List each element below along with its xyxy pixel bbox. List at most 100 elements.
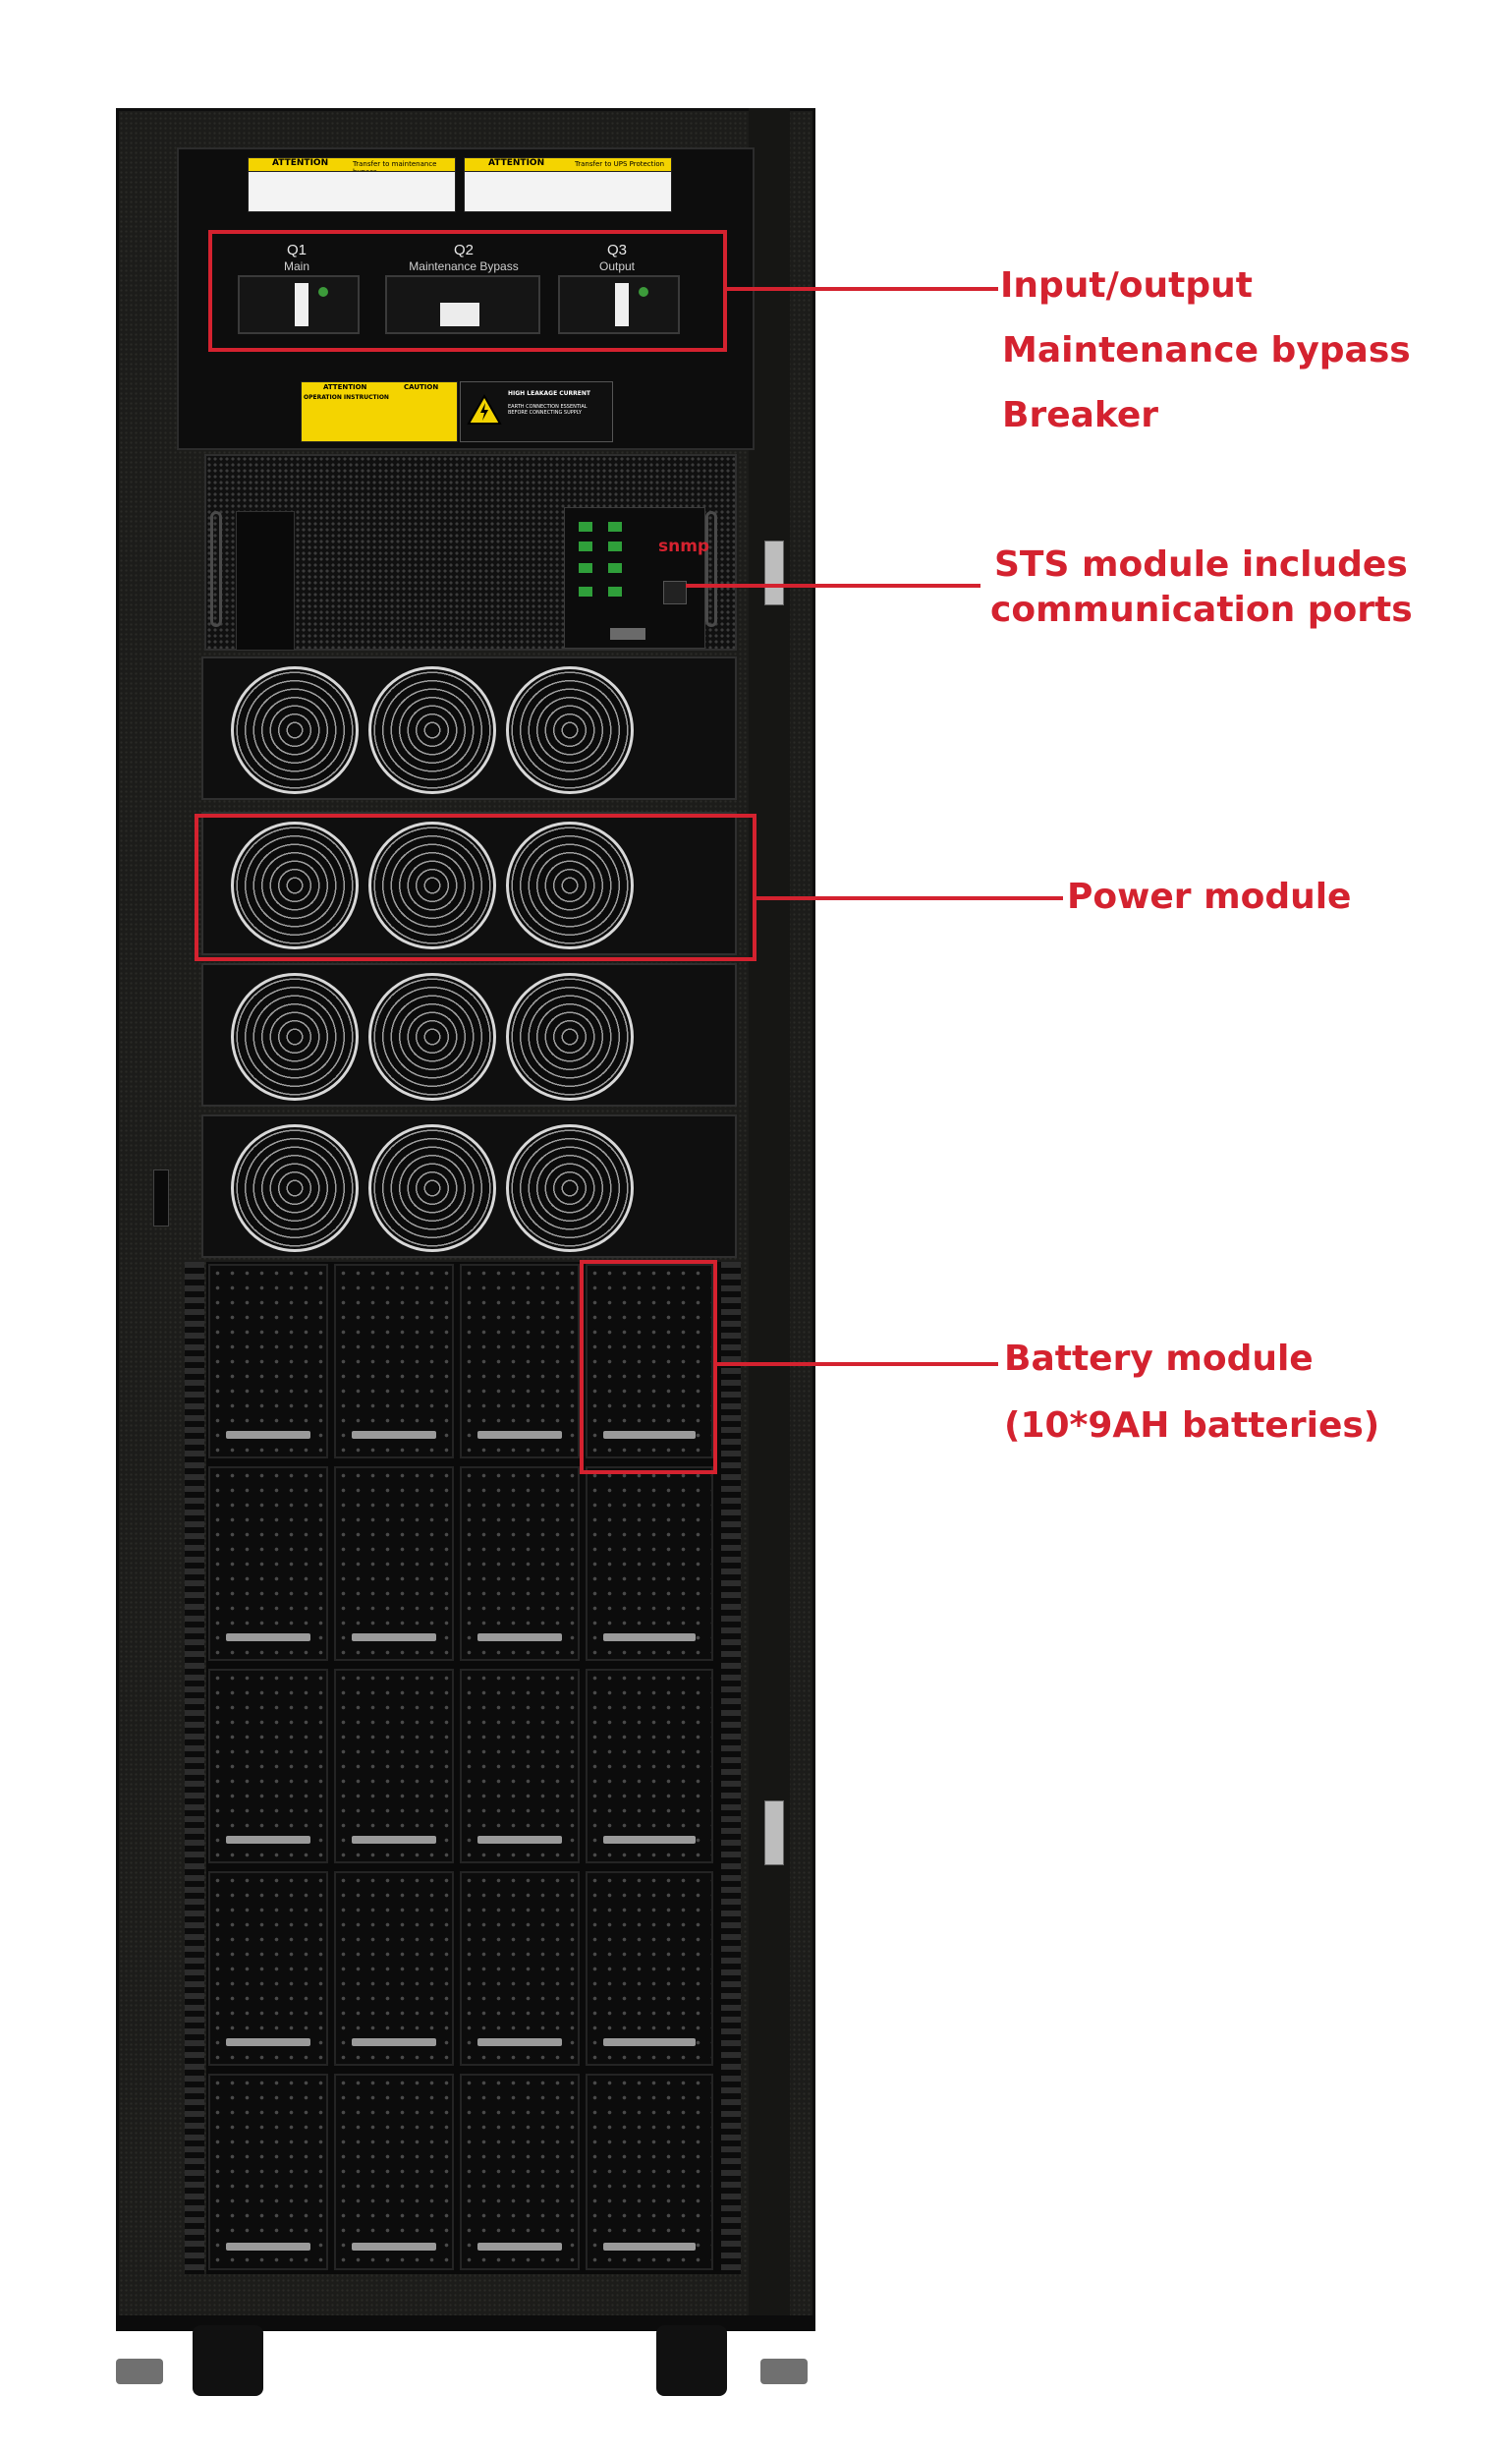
battery-module	[334, 1669, 454, 1863]
q1-toggle[interactable]	[295, 283, 308, 326]
terminal-block	[579, 542, 592, 551]
battery-callout-line	[717, 1362, 998, 1366]
fan-icon	[506, 1124, 634, 1252]
q2-breaker[interactable]	[385, 275, 540, 334]
electric-hazard-icon	[467, 394, 502, 425]
caster-wheel-right	[656, 2325, 727, 2396]
attention-label-left-body	[248, 171, 456, 212]
leveling-foot-left	[116, 2359, 163, 2384]
serial-port[interactable]	[610, 628, 645, 640]
cabinet-door-edge	[749, 108, 790, 2319]
terminal-block	[579, 522, 592, 532]
battery-callout-box	[580, 1260, 717, 1474]
battery-callout-line-2: (10*9AH batteries)	[1004, 1405, 1380, 1446]
battery-module	[460, 1669, 580, 1863]
breaker-callout-line-1: Input/output	[1000, 265, 1253, 306]
snmp-port[interactable]	[663, 581, 687, 604]
q1-status-icon	[318, 287, 328, 297]
fan-icon	[231, 666, 359, 794]
fan-icon	[368, 1124, 496, 1252]
sts-handle-left[interactable]	[210, 511, 222, 627]
earth-connection-text: EARTH CONNECTION ESSENTIAL BEFORE CONNEC…	[508, 404, 588, 416]
battery-module	[586, 1669, 713, 1863]
battery-module	[460, 2074, 580, 2270]
caster-wheel-left	[193, 2325, 263, 2396]
terminal-block	[579, 587, 592, 597]
q3-toggle[interactable]	[615, 283, 629, 326]
attention-label-left: ATTENTION Transfer to maintenance bypass	[248, 157, 456, 176]
q3-breaker[interactable]	[558, 275, 680, 334]
battery-module	[334, 2074, 454, 2270]
sts-callout-line-1: STS module includes	[994, 544, 1408, 585]
battery-module	[334, 1466, 454, 1661]
operation-instruction-title: OPERATION INSTRUCTION	[304, 394, 389, 401]
power-module-3	[201, 963, 737, 1107]
battery-module	[334, 1264, 454, 1458]
q3-label: Q3	[606, 242, 627, 258]
terminal-block	[608, 522, 622, 532]
door-lock	[153, 1169, 169, 1226]
breaker-callout-box	[208, 230, 727, 352]
attention-left-title: ATTENTION	[272, 158, 329, 168]
power-callout-box	[195, 814, 756, 961]
q1-breaker[interactable]	[238, 275, 360, 334]
door-hinge-top	[764, 541, 784, 605]
breaker-callout-line	[727, 287, 998, 291]
attention-right-subtitle: Transfer to UPS Protection	[575, 160, 665, 168]
sts-callout-line-2: communication ports	[990, 590, 1413, 630]
caution-small-title: CAUTION	[404, 383, 439, 391]
power-callout-label: Power module	[1067, 877, 1352, 917]
q3-sublabel: Output	[598, 259, 636, 273]
power-module-4	[201, 1114, 737, 1258]
breaker-callout-line-3: Breaker	[1002, 395, 1159, 435]
sts-callout-line	[686, 584, 980, 588]
q2-sublabel: Maintenance Bypass	[409, 259, 519, 273]
fan-icon	[368, 822, 496, 949]
battery-module	[208, 2074, 328, 2270]
rack-rail-right	[721, 1262, 741, 2274]
battery-module	[586, 1264, 713, 1458]
breaker-callout-line-2: Maintenance bypass	[1002, 330, 1411, 371]
power-module-2	[201, 812, 737, 955]
attention-right-title: ATTENTION	[488, 158, 545, 168]
fan-icon	[231, 822, 359, 949]
fan-icon	[231, 1124, 359, 1252]
leveling-foot-right	[760, 2359, 808, 2384]
sts-cover-plate	[236, 511, 295, 651]
battery-module	[208, 1669, 328, 1863]
battery-module	[208, 1264, 328, 1458]
terminal-block	[608, 587, 622, 597]
door-hinge-bottom	[764, 1800, 784, 1865]
fan-icon	[231, 973, 359, 1101]
terminal-block	[608, 563, 622, 573]
battery-module	[208, 1466, 328, 1661]
battery-module	[460, 1466, 580, 1661]
fan-icon	[368, 666, 496, 794]
sts-handle-right[interactable]	[705, 511, 717, 627]
fan-icon	[506, 973, 634, 1101]
power-module-1	[201, 656, 737, 800]
fan-icon	[368, 973, 496, 1101]
battery-module	[586, 1466, 713, 1661]
q2-label: Q2	[453, 242, 474, 258]
cabinet-base	[116, 2315, 815, 2331]
battery-module	[586, 2074, 713, 2270]
high-leakage-label: HIGH LEAKAGE CURRENT EARTH CONNECTION ES…	[460, 381, 613, 442]
battery-module	[460, 1264, 580, 1458]
power-callout-line	[756, 896, 1063, 900]
fan-icon	[506, 822, 634, 949]
snmp-label: snmp	[658, 537, 710, 556]
attention-label-right-body	[464, 171, 672, 212]
battery-module	[586, 1871, 713, 2066]
battery-callout-line-1: Battery module	[1004, 1339, 1314, 1379]
sts-communication-panel	[564, 507, 705, 649]
operation-instruction-label: ATTENTION CAUTION OPERATION INSTRUCTION	[301, 381, 458, 442]
q1-sublabel: Main	[283, 259, 309, 273]
terminal-block	[608, 542, 622, 551]
battery-module	[460, 1871, 580, 2066]
rack-rail-left	[185, 1262, 204, 2274]
battery-module	[208, 1871, 328, 2066]
attention-small-title: ATTENTION	[323, 383, 367, 391]
fan-icon	[506, 666, 634, 794]
q2-toggle[interactable]	[440, 303, 479, 326]
